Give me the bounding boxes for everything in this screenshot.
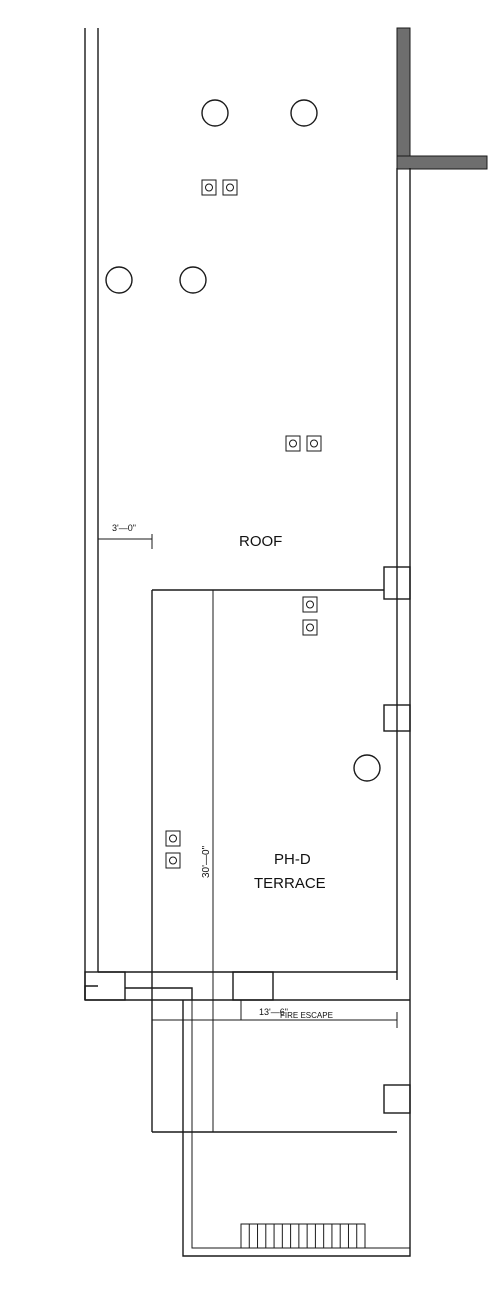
- pier: [383, 1084, 411, 1114]
- fixture-pair: [285, 435, 322, 452]
- left-parapet-wall: [84, 28, 99, 1000]
- fixture-pair: [302, 596, 318, 636]
- terrace-depth-dimension: 30'—0": [201, 845, 212, 878]
- pier: [84, 971, 126, 1001]
- bottom-structures: [84, 971, 274, 1001]
- bottom-parapet-wall: [84, 971, 410, 1001]
- fixture-pair: [165, 830, 181, 869]
- wall-piers: [383, 566, 411, 1114]
- stair-treads: [248, 1224, 358, 1248]
- fixture-pair: [201, 179, 238, 196]
- vent-circle: [201, 99, 229, 127]
- fire-escape-label: FIRE ESCAPE: [280, 1011, 333, 1020]
- fire-escape: FIRE ESCAPE: [182, 1000, 411, 1257]
- vent-circle: [290, 99, 318, 127]
- pier: [383, 704, 411, 732]
- vent-circle: [179, 266, 207, 294]
- vent-circle: [105, 266, 133, 294]
- roof-fixtures: [165, 179, 322, 869]
- vent-circle: [353, 754, 381, 782]
- fire-escape-stair: [240, 1223, 366, 1249]
- pier: [383, 566, 411, 600]
- terrace-outline: [151, 589, 398, 1133]
- setback-dimension: 3'—0": [98, 523, 153, 549]
- terrace-name-line1: PH-D: [274, 851, 311, 868]
- setback-dimension-label: 3'—0": [112, 523, 136, 533]
- pier: [232, 971, 274, 1001]
- right-party-wall: [396, 27, 488, 1000]
- terrace-width-dimension: 13'—6": [259, 1007, 288, 1017]
- terrace-name-line2: TERRACE: [254, 875, 326, 892]
- roof-vents: [105, 99, 381, 782]
- roof-label: ROOF: [239, 533, 282, 550]
